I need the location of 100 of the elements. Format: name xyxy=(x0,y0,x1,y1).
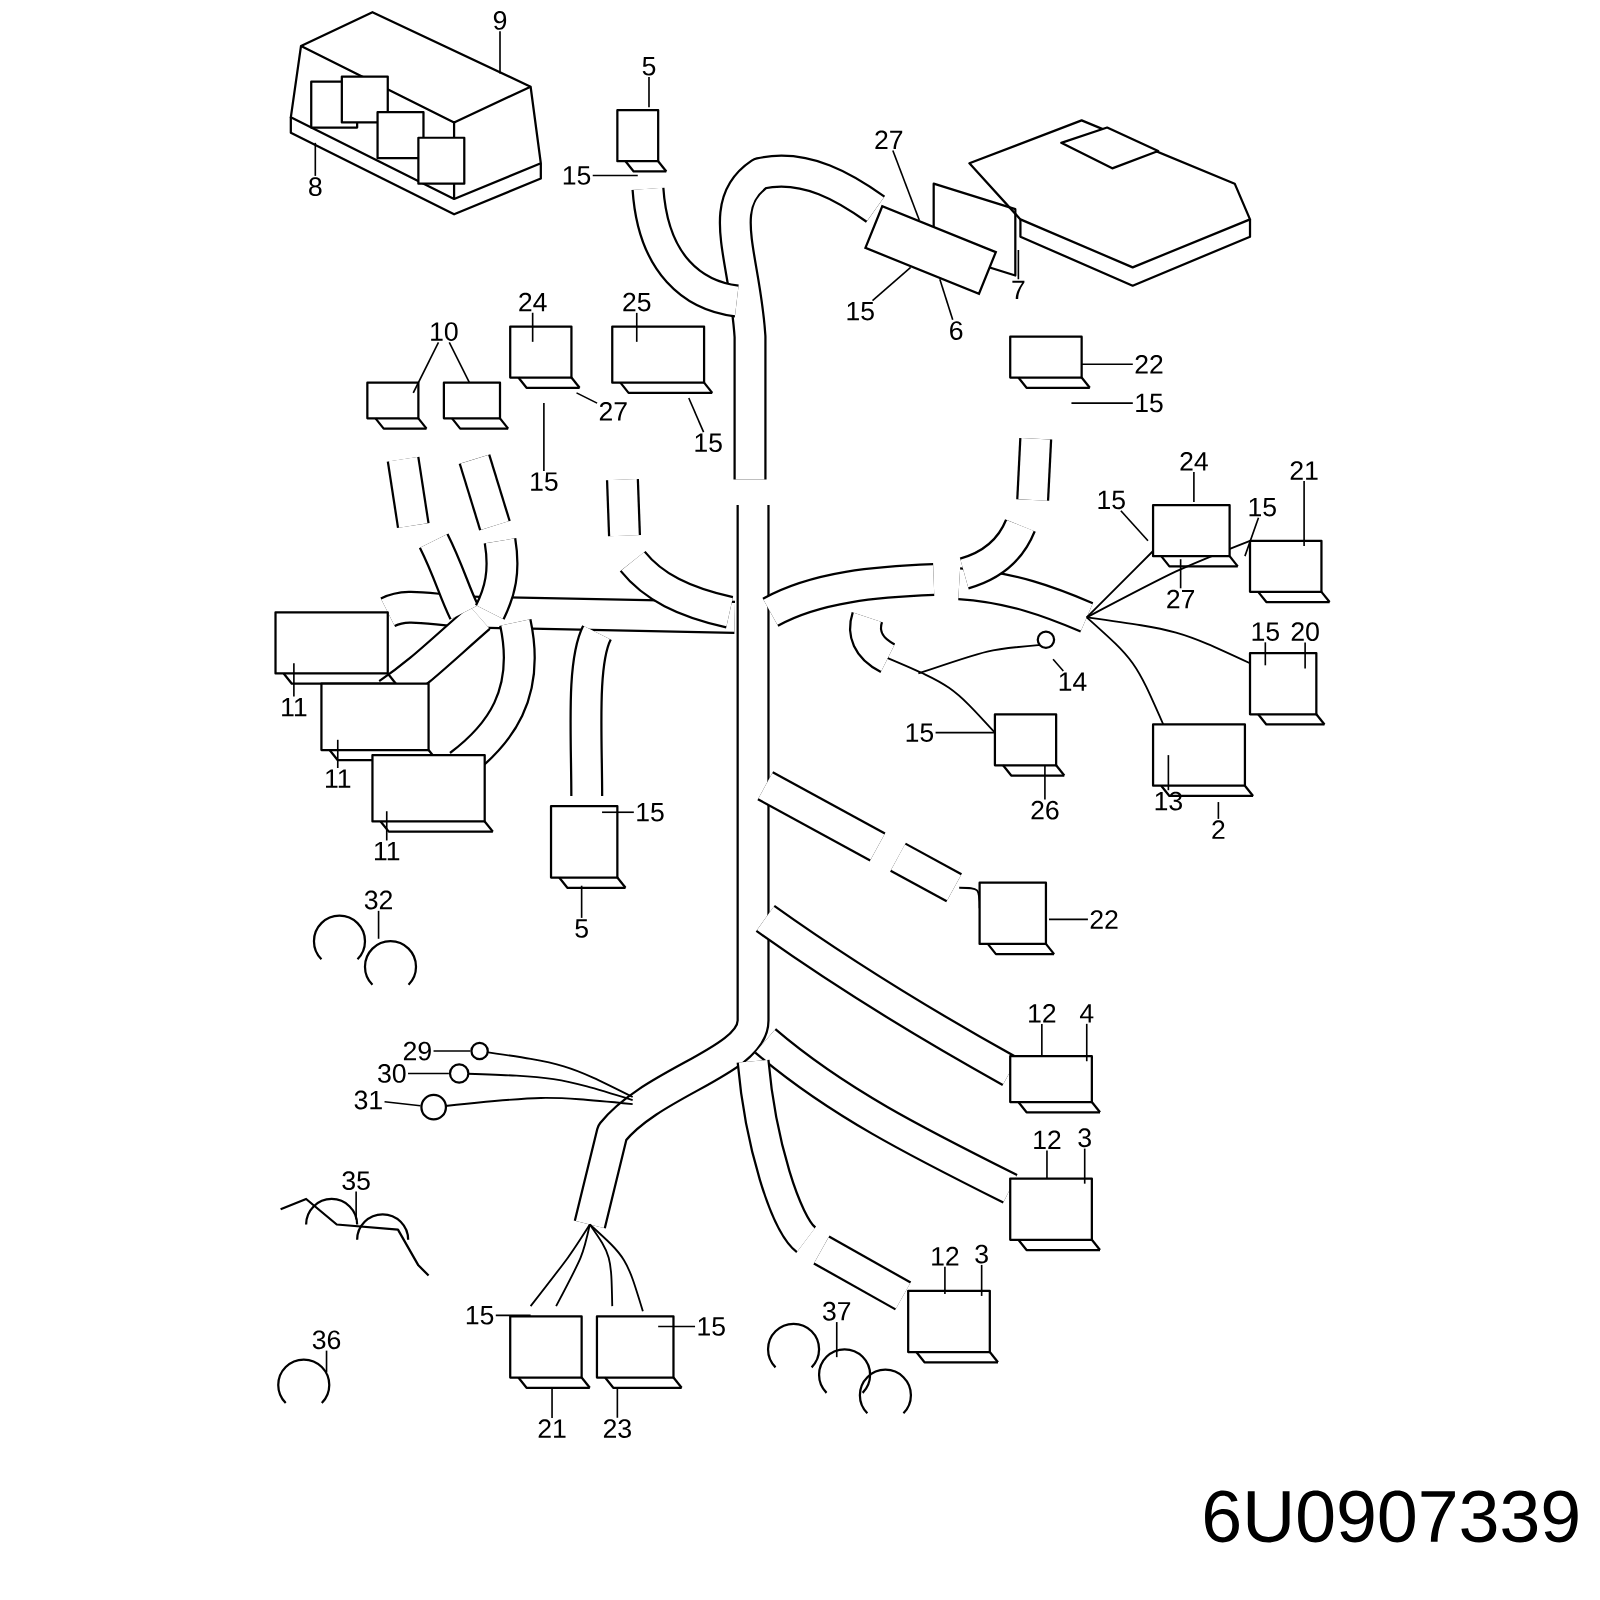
callout-number: 7 xyxy=(1012,280,1025,299)
callout-number: 15 xyxy=(1249,497,1276,517)
callout-number: 31 xyxy=(354,1090,382,1110)
leader-line xyxy=(1080,363,1134,366)
leader-line xyxy=(687,397,705,433)
leader-line xyxy=(1244,517,1260,557)
leader-line xyxy=(314,142,317,177)
callout-number: 9 xyxy=(493,11,507,30)
leader-line xyxy=(494,1314,532,1317)
leader-line xyxy=(580,884,583,919)
leader-line xyxy=(1179,558,1182,590)
callout-number: 13 xyxy=(1155,791,1182,811)
leader-line xyxy=(1017,249,1020,281)
callout-number: 24 xyxy=(519,292,547,312)
ring-terminal xyxy=(420,1093,448,1121)
leader-line xyxy=(1070,402,1134,404)
leader-line xyxy=(325,1349,328,1374)
callout-number: 12 xyxy=(1034,1130,1061,1150)
leader-line xyxy=(1217,801,1220,820)
leader-line xyxy=(575,392,598,404)
leader-line xyxy=(499,30,501,75)
leader-line xyxy=(1044,764,1046,801)
callout-number: 11 xyxy=(326,769,351,788)
leader-line xyxy=(1052,658,1065,672)
callout-number: 15 xyxy=(698,1317,725,1336)
leader-line xyxy=(377,910,380,940)
leader-line xyxy=(1085,1023,1088,1063)
callout-number: 15 xyxy=(695,433,722,453)
leader-line xyxy=(1083,1147,1086,1185)
callout-number: 15 xyxy=(906,723,934,742)
callout-number: 15 xyxy=(1136,393,1163,413)
leader-line xyxy=(944,1266,946,1295)
leader-line xyxy=(1041,1023,1043,1057)
leader-line xyxy=(1303,480,1305,547)
callout-number: 15 xyxy=(1252,622,1279,641)
callout-number: 36 xyxy=(312,1330,341,1350)
leader-line xyxy=(1264,641,1267,667)
callout-number: 26 xyxy=(1031,800,1059,820)
leader-line xyxy=(648,76,650,108)
callout-number: 2 xyxy=(1212,820,1225,839)
ring-terminal xyxy=(448,1063,470,1084)
leader-line xyxy=(551,1386,553,1419)
leader-line xyxy=(531,311,534,343)
callout-number: 8 xyxy=(309,177,322,197)
callout-number: 6 xyxy=(950,321,963,340)
callout-number: 3 xyxy=(975,1244,988,1264)
callout-number: 10 xyxy=(431,322,458,341)
callout-number: 37 xyxy=(823,1301,851,1321)
leader-line xyxy=(657,1325,696,1328)
leader-line xyxy=(1048,918,1089,921)
callout-number: 12 xyxy=(1029,1004,1056,1023)
callout-number: 11 xyxy=(375,841,400,861)
leader-line xyxy=(1167,754,1170,792)
callout-number: 5 xyxy=(575,919,588,938)
callout-number: 15 xyxy=(637,803,664,822)
leader-line xyxy=(939,278,954,321)
callout-number: 20 xyxy=(1291,622,1319,642)
leader-line xyxy=(980,1264,983,1297)
callout-number: 15 xyxy=(531,472,558,491)
leader-line xyxy=(385,810,388,842)
callout-number: 27 xyxy=(1167,589,1195,609)
leader-line xyxy=(591,174,639,177)
callout-number: 32 xyxy=(364,890,392,910)
leader-line xyxy=(1120,509,1149,542)
leader-line xyxy=(448,341,471,384)
leader-line xyxy=(835,1321,838,1358)
callout-number: 15 xyxy=(1098,490,1125,510)
callout-number: 30 xyxy=(378,1064,406,1083)
leader-line xyxy=(871,266,912,302)
callout-number: 35 xyxy=(342,1171,370,1190)
callout-number: 27 xyxy=(875,130,903,150)
callout-number: 15 xyxy=(466,1306,494,1325)
leader-line xyxy=(336,739,339,769)
leader-line xyxy=(355,1190,357,1221)
callout-number: 15 xyxy=(847,302,874,321)
callout-number: 11 xyxy=(282,698,307,717)
callout-number: 21 xyxy=(1290,461,1318,480)
callout-number: 5 xyxy=(642,57,656,76)
callout-number: 29 xyxy=(403,1041,431,1061)
leader-line xyxy=(293,662,295,698)
callout-number: 12 xyxy=(932,1246,959,1266)
callout-number: 23 xyxy=(603,1419,631,1438)
leader-line xyxy=(543,402,545,472)
leader-line xyxy=(383,1100,422,1107)
callout-number: 27 xyxy=(599,401,627,421)
callout-number: 22 xyxy=(1135,355,1163,374)
part-number: 6U0907339 xyxy=(1205,1490,1578,1543)
leader-line xyxy=(635,312,638,343)
callout-number: 22 xyxy=(1090,910,1118,929)
leader-line xyxy=(934,731,996,734)
callout-number: 24 xyxy=(1180,451,1208,471)
callout-number: 25 xyxy=(623,292,651,312)
leader-line xyxy=(432,1050,472,1052)
ring-terminal xyxy=(470,1041,489,1061)
callout-number: 21 xyxy=(538,1419,566,1438)
leader-line xyxy=(407,1072,450,1075)
callout-number: 15 xyxy=(563,166,591,185)
leader-line xyxy=(616,1386,619,1419)
callout-number: 3 xyxy=(1078,1128,1091,1148)
leader-line xyxy=(412,341,440,394)
